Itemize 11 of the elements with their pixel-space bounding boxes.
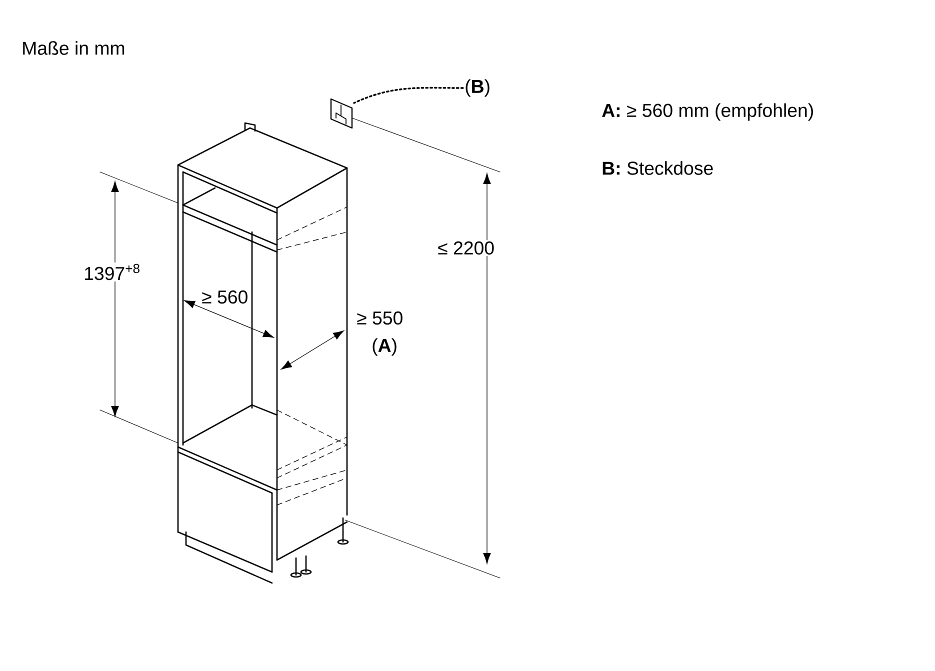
dimension-label: ≥ 550 bbox=[355, 310, 405, 326]
legend-text: A: ≥ 560 mm (empfohlen) bbox=[602, 103, 813, 121]
socket-icon bbox=[330, 98, 353, 129]
leader-line bbox=[353, 86, 464, 104]
callout-label: (B) bbox=[466, 79, 490, 97]
dimension-label: (A) bbox=[370, 336, 399, 358]
dimension-label: 1397$^{+8}$ bbox=[82, 262, 142, 282]
dimension-label: ≥ 560 bbox=[200, 289, 250, 305]
legend-text: B: Steckdose bbox=[602, 161, 713, 175]
dimension-label: ≤ 2200 bbox=[436, 240, 496, 256]
unit-note: Maße in mm bbox=[23, 41, 124, 55]
